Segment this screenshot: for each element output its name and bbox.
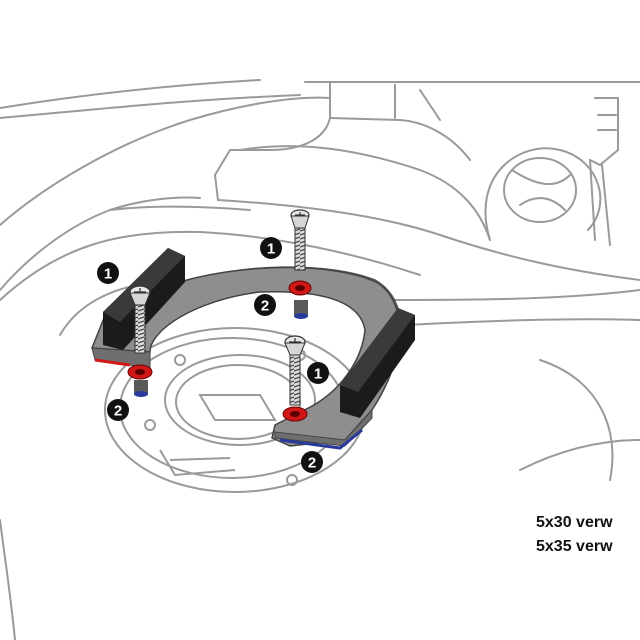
svg-text:2: 2 [308,455,316,472]
svg-text:2: 2 [114,403,122,420]
callout-screw-center: 1 [307,362,329,384]
callout-spacer-left: 2 [107,399,129,421]
mounting-holes [127,280,312,422]
tank-ring-plate [90,266,402,450]
callout-spacer-right: 2 [301,451,323,473]
spacer-left [134,380,148,397]
motorcycle-tank-outline [0,79,640,640]
screw-center [284,335,306,406]
svg-text:2: 2 [261,298,269,315]
svg-text:1: 1 [104,266,112,283]
callout-screw-left: 1 [97,262,119,284]
spacer-top [294,300,308,319]
svg-text:1: 1 [267,241,275,258]
callout-screw-top: 1 [260,237,282,259]
note-screw-size-line-1: 5x30 verw [536,514,613,531]
spacers [134,300,308,397]
rubber-block-right [340,308,415,418]
note-screw-size-line-2: 5x35 verw [536,538,613,555]
callout-hole-top: 2 [254,294,276,316]
svg-text:1: 1 [314,366,322,383]
screw-left [129,285,151,354]
screw-top [290,209,310,271]
